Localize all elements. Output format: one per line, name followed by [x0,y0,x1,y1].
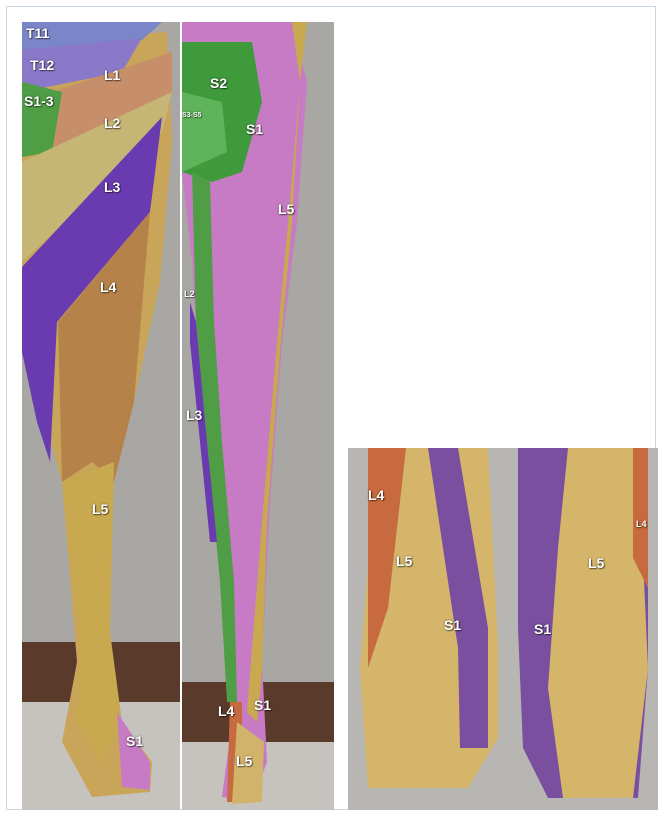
label-l5-right: L5 [588,556,604,570]
label-t12: T12 [30,58,54,72]
front-leg-panel: T11 T12 S1-3 L1 L2 L3 L4 L5 S1 [22,22,180,810]
label-l4: L4 [100,280,116,294]
label-l2: L2 [104,116,120,130]
feet-panel: L4 L5 S1 S1 L5 L4 [348,448,658,810]
label-l2-back: L2 [184,290,195,299]
label-s2: S2 [210,76,227,90]
label-s1-3: S1-3 [24,94,54,108]
label-l1: L1 [104,68,120,82]
label-s1: S1 [126,734,143,748]
label-s1-right: S1 [534,622,551,636]
label-s1-left: S1 [444,618,461,632]
label-s3-s5: S3-S5 [182,112,201,119]
label-l4-back: L4 [218,704,234,718]
label-s1-back-lower: S1 [254,698,271,712]
label-l3: L3 [104,180,120,194]
label-l3-back: L3 [186,408,202,422]
label-l5-back: L5 [278,202,294,216]
label-l5: L5 [92,502,108,516]
label-l4-left: L4 [368,488,384,502]
label-l5-left: L5 [396,554,412,568]
front-leg-figure [22,22,180,810]
back-leg-panel: S2 S3-S5 S1 L5 L2 L3 L4 S1 L5 [182,22,334,810]
label-t11: T11 [26,26,49,40]
label-l4-right: L4 [636,520,647,529]
feet-figure [348,448,658,810]
label-l5-heel: L5 [236,754,252,768]
back-leg-figure [182,22,334,810]
label-s1-back: S1 [246,122,263,136]
